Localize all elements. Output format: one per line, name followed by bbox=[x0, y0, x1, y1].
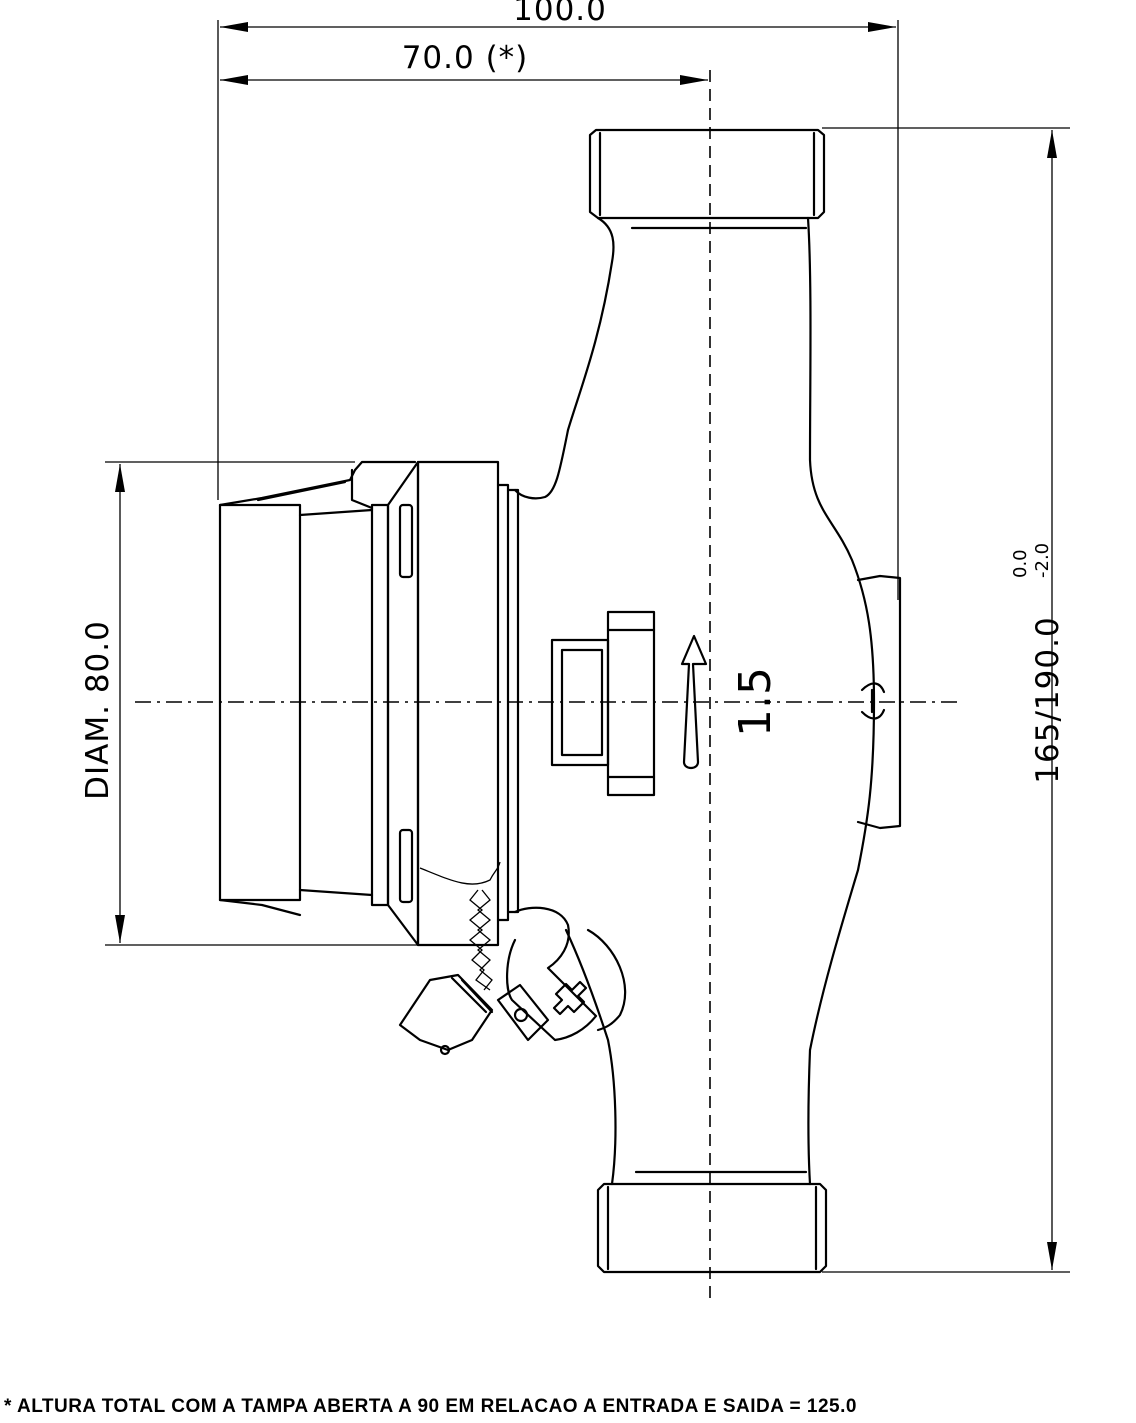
dimension-cover-width: 70.0 (*) bbox=[220, 40, 708, 85]
lead-seal bbox=[398, 973, 494, 1056]
seal-hinge bbox=[496, 906, 627, 1042]
dimension-length: 165/190.0 0.0 -2.0 bbox=[822, 127, 1070, 1273]
length-tolerance-upper: 0.0 bbox=[1010, 549, 1031, 578]
inlet-nozzle bbox=[550, 610, 656, 797]
diameter-label: DIAM. 80.0 bbox=[80, 620, 116, 800]
footnote: * ALTURA TOTAL COM A TAMPA ABERTA A 90 E… bbox=[4, 1396, 857, 1417]
cover-width-label: 70.0 (*) bbox=[402, 40, 529, 76]
length-label: 165/190.0 bbox=[1030, 616, 1066, 783]
dimension-overall-width: 100.0 bbox=[217, 0, 899, 600]
overall-width-label: 100.0 bbox=[513, 0, 607, 28]
flow-arrow-icon bbox=[680, 634, 708, 770]
length-tolerance-lower: -2.0 bbox=[1032, 543, 1053, 578]
body-marking: 1.5 bbox=[730, 667, 781, 737]
meter-body bbox=[513, 128, 902, 1274]
register-cover bbox=[218, 460, 520, 991]
dimension-diameter: DIAM. 80.0 bbox=[80, 461, 420, 946]
